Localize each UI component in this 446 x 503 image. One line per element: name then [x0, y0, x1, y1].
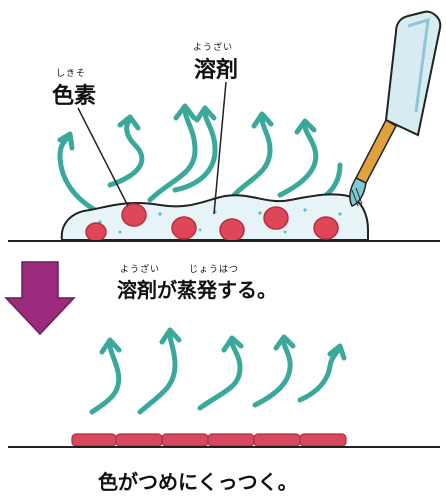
solvent-leader	[213, 81, 227, 215]
vapor-arrow-icon	[117, 114, 141, 131]
vapor-arrow-icon	[107, 117, 145, 188]
pigment-leader	[77, 107, 129, 207]
pigment-dot	[121, 203, 147, 227]
vapor-arrow-icon	[194, 105, 217, 123]
pigment-reading: しきそ	[56, 69, 87, 79]
vapor-arrow-icon	[99, 337, 122, 355]
solvent-label: 溶剤	[194, 58, 239, 83]
pigment-dot	[171, 216, 197, 240]
solvent-reading: ようざい	[193, 43, 234, 53]
vapor-arrow-icon	[297, 347, 341, 403]
pigment-dots	[85, 203, 339, 242]
step-reading-solvent: ようざい	[120, 265, 161, 275]
vapor-arrow-icon	[277, 122, 319, 198]
vapor-arrow-icon	[197, 339, 243, 411]
vapor-arrow-icon	[57, 133, 98, 213]
step-caption: 溶剤が蒸発する。	[117, 278, 277, 302]
down-arrow-icon	[4, 261, 76, 336]
vapor-arrow-icon	[137, 332, 178, 415]
solvent-speckles	[98, 208, 342, 234]
vapor-arrow-icon	[221, 335, 244, 353]
vapor-arrow-icon	[147, 107, 198, 203]
step-reading-evaporate: じょうはつ	[189, 265, 240, 275]
pigment-dot	[313, 216, 339, 240]
vapor-arrow-icon	[327, 343, 347, 361]
vapor-arrow-icon	[294, 118, 317, 135]
vapor-arrow-icon	[273, 334, 296, 351]
vapor-arrow-icon	[172, 109, 218, 193]
vapor-arrow-icon	[252, 339, 293, 408]
vapor-arrow-icon	[57, 131, 75, 151]
result-caption: 色がつめにくっつく。	[98, 470, 298, 494]
nail-polish-brush-icon	[349, 10, 442, 207]
pigment-label: 色素	[52, 84, 97, 109]
vapor-arrows-bottom	[89, 327, 347, 415]
pigment-dot	[263, 206, 289, 230]
vapor-arrow-icon	[173, 103, 197, 121]
pigment-dot	[219, 218, 245, 242]
pigment-dot	[85, 222, 107, 242]
dried-pigment-film	[71, 433, 347, 447]
vapor-arrow-icon	[227, 115, 273, 203]
vapor-arrows-top	[57, 103, 343, 213]
vapor-arrow-icon	[251, 111, 274, 129]
vapor-arrow-icon	[89, 342, 122, 415]
vapor-arrow-icon	[159, 327, 182, 345]
